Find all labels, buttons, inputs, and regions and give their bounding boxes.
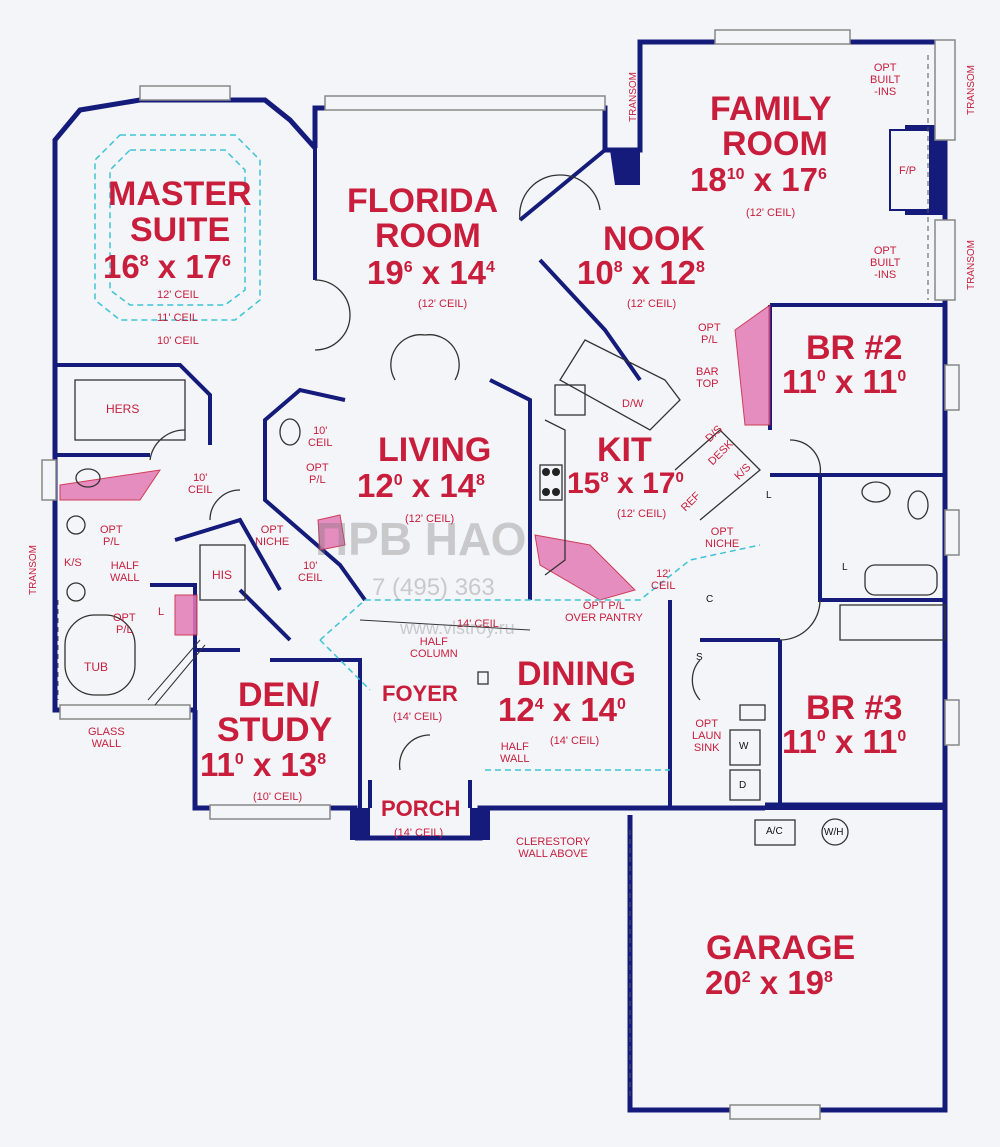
ceil-10-living: 10'CEIL: [308, 425, 333, 449]
foyer-ceiling: (14' CEIL): [393, 711, 443, 723]
linen-label-master: L: [158, 606, 165, 618]
kitchen-dimensions: 158 x 170: [567, 467, 684, 500]
master-ceil-12: 12' CEIL: [157, 289, 199, 301]
storage-label: S: [696, 652, 703, 663]
nook-ceiling: (12' CEIL): [627, 298, 677, 310]
living-dimensions: 120 x 148: [357, 467, 485, 504]
ceil-10-foyer-hall: 10'CEIL: [298, 560, 323, 584]
tub-label: TUB: [84, 660, 108, 674]
fireplace-label: F/P: [899, 165, 917, 177]
master-suite-dimensions: 168 x 176: [103, 248, 231, 285]
dining-dimensions: 124 x 140: [498, 691, 626, 728]
watermark-brand: ПРВ НАО: [315, 513, 527, 565]
family-room-dimensions: 1810 x 176: [690, 161, 827, 198]
master-ceil-10: 10' CEIL: [157, 335, 199, 347]
transom-label-right-bottom: TRANSOM: [966, 240, 977, 290]
dryer-label: D: [739, 780, 747, 791]
florida-room-name: FLORIDA: [347, 182, 499, 220]
windows: [41, 29, 960, 1120]
florida-room-dimensions: 196 x 144: [367, 254, 495, 291]
porch-ceiling: (14' CEIL): [394, 827, 444, 839]
watermark-site: www.vlstroy.ru: [400, 618, 515, 638]
his-closet-label: HIS: [212, 568, 233, 582]
living-name: LIVING: [378, 431, 492, 469]
master-suite-name: MASTER: [108, 175, 252, 213]
den-name-2: STUDY: [217, 711, 333, 749]
transom-label-master: TRANSOM: [28, 545, 39, 595]
dishwasher-label: D/W: [622, 398, 644, 410]
family-room-name: FAMILY: [710, 90, 832, 128]
nook-dimensions: 108 x 128: [577, 254, 705, 291]
master-suite-name-2: SUITE: [130, 211, 231, 249]
den-dimensions: 110 x 138: [200, 746, 327, 783]
foyer-name: FOYER: [382, 681, 458, 706]
living-ceiling: (12' CEIL): [405, 513, 455, 525]
washer-label: W: [739, 741, 749, 752]
transom-label-left: TRANSOM: [628, 72, 639, 122]
ceil-12-label: 12'CEIL: [651, 568, 676, 592]
florida-room-ceiling: (12' CEIL): [418, 298, 468, 310]
garage-name: GARAGE: [706, 929, 856, 967]
coat-closet-label: C: [706, 594, 714, 605]
ks-label-bath: K/S: [64, 557, 82, 569]
bedroom-3-dimensions: 110 x 110: [782, 723, 907, 760]
watermark-phone: 7 (495) 363: [372, 574, 495, 601]
linen-label-br2: L: [766, 490, 772, 501]
kitchen-name: KIT: [597, 431, 652, 469]
transom-label-right-top: TRANSOM: [966, 65, 977, 115]
linen-label-bath2: L: [842, 562, 848, 573]
ceil-10-master-hall: 10'CEIL: [188, 472, 213, 496]
bedroom-2-name: BR #2: [806, 329, 903, 367]
hers-closet-label: HERS: [106, 402, 140, 416]
kitchen-ceiling: (12' CEIL): [617, 508, 667, 520]
den-name: DEN/: [238, 676, 320, 714]
garage-dimensions: 202 x 198: [705, 964, 833, 1001]
porch-name: PORCH: [381, 796, 461, 821]
water-heater-label: W/H: [824, 827, 844, 838]
bedroom-2-dimensions: 110 x 110: [782, 363, 907, 400]
ac-label: A/C: [766, 826, 783, 837]
bedroom-3-name: BR #3: [806, 689, 903, 727]
family-room-name-2: ROOM: [722, 125, 828, 163]
ceil-14-label: 14' CEIL: [457, 618, 499, 630]
master-ceil-11: 11' CEIL: [157, 312, 199, 324]
interior-walls: [55, 148, 945, 810]
nook-name: NOOK: [603, 220, 705, 258]
dining-ceiling: (14' CEIL): [550, 735, 600, 747]
den-ceiling: (10' CEIL): [253, 791, 303, 803]
florida-room-name-2: ROOM: [375, 217, 481, 255]
dining-name: DINING: [517, 655, 636, 693]
family-room-ceiling: (12' CEIL): [746, 207, 796, 219]
